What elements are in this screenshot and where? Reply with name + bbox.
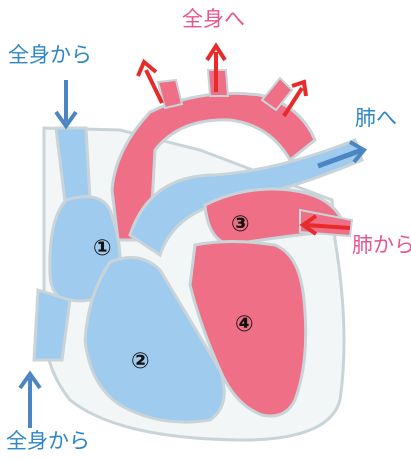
inferior-vena-cava xyxy=(34,290,70,360)
label-from-body-lower: 全身から xyxy=(6,431,90,452)
arrow-from-body-bottom xyxy=(20,374,40,428)
label-from-body-upper: 全身から xyxy=(8,45,92,66)
arrow-from-body-top xyxy=(56,80,76,126)
label-to-lungs: 肺へ xyxy=(355,108,397,129)
label-to-body-top: 全身へ xyxy=(182,9,245,30)
chamber-1-label: ① xyxy=(93,236,112,261)
chamber-3-label: ③ xyxy=(231,212,250,237)
chamber-4-label: ④ xyxy=(235,312,254,337)
chamber-2-label: ② xyxy=(131,349,150,374)
arch-branch-1 xyxy=(158,80,182,108)
label-from-lungs: 肺から xyxy=(352,235,411,256)
